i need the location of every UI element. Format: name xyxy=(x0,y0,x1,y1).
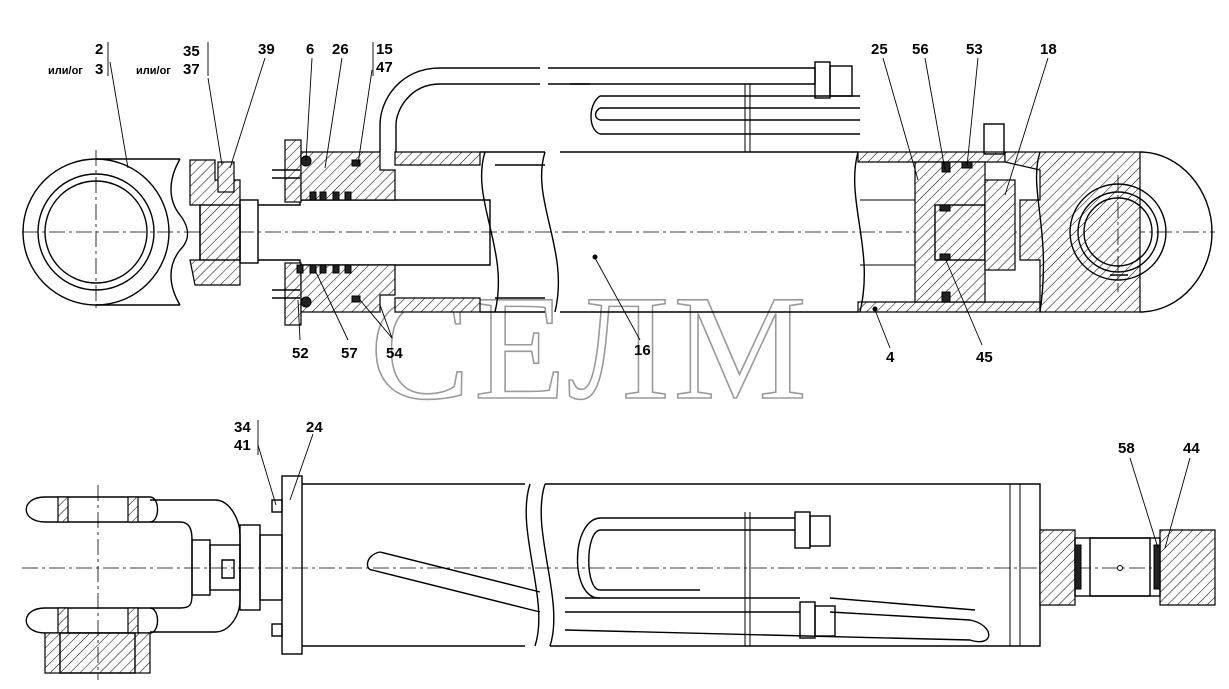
label-18: 18 xyxy=(1040,41,1057,58)
label-2-alt: или/ог xyxy=(48,65,83,77)
label-26: 26 xyxy=(332,41,349,58)
label-54: 54 xyxy=(386,345,403,362)
bottom-outline-view xyxy=(22,420,1216,680)
label-56: 56 xyxy=(912,41,929,58)
bottom-leaders xyxy=(257,420,1191,549)
label-3: 3 xyxy=(95,61,103,78)
label-24: 24 xyxy=(306,419,323,436)
label-41: 41 xyxy=(234,437,251,454)
label-45: 45 xyxy=(976,349,993,366)
label-15: 15 xyxy=(376,41,393,58)
label-47: 47 xyxy=(376,59,393,76)
label-58: 58 xyxy=(1118,440,1135,457)
label-6: 6 xyxy=(306,41,314,58)
label-34: 34 xyxy=(234,419,251,436)
callout-labels: 2 или/ог 3 35 или/ог 37 39 6 26 15 47 25… xyxy=(48,41,1200,457)
label-35: 35 xyxy=(183,43,200,60)
label-16: 16 xyxy=(634,342,651,359)
label-44: 44 xyxy=(1183,440,1200,457)
label-57: 57 xyxy=(341,345,358,362)
label-4: 4 xyxy=(886,349,895,366)
label-52: 52 xyxy=(292,345,309,362)
oil-pipe-top xyxy=(379,61,1005,155)
cylinder-barrel xyxy=(302,483,1041,647)
watermark: СЕЛМ xyxy=(370,265,811,431)
right-bearing xyxy=(1039,529,1216,606)
label-39: 39 xyxy=(258,41,275,58)
fork-end xyxy=(25,485,283,680)
flange-plate xyxy=(281,475,303,655)
top-section-view xyxy=(22,42,1215,349)
label-35-alt: или/ог xyxy=(136,65,171,77)
oil-pipes-bottom xyxy=(366,511,990,646)
piston xyxy=(914,161,1016,303)
label-37: 37 xyxy=(183,61,200,78)
left-eye-end xyxy=(22,150,259,312)
gland-assembly xyxy=(272,139,396,326)
cylinder-tube xyxy=(394,151,1041,313)
label-25: 25 xyxy=(871,41,888,58)
top-leaders xyxy=(107,42,1049,349)
right-end-cap xyxy=(1004,151,1213,313)
label-53: 53 xyxy=(966,41,983,58)
label-2: 2 xyxy=(95,41,103,58)
piston-rod xyxy=(258,199,491,266)
